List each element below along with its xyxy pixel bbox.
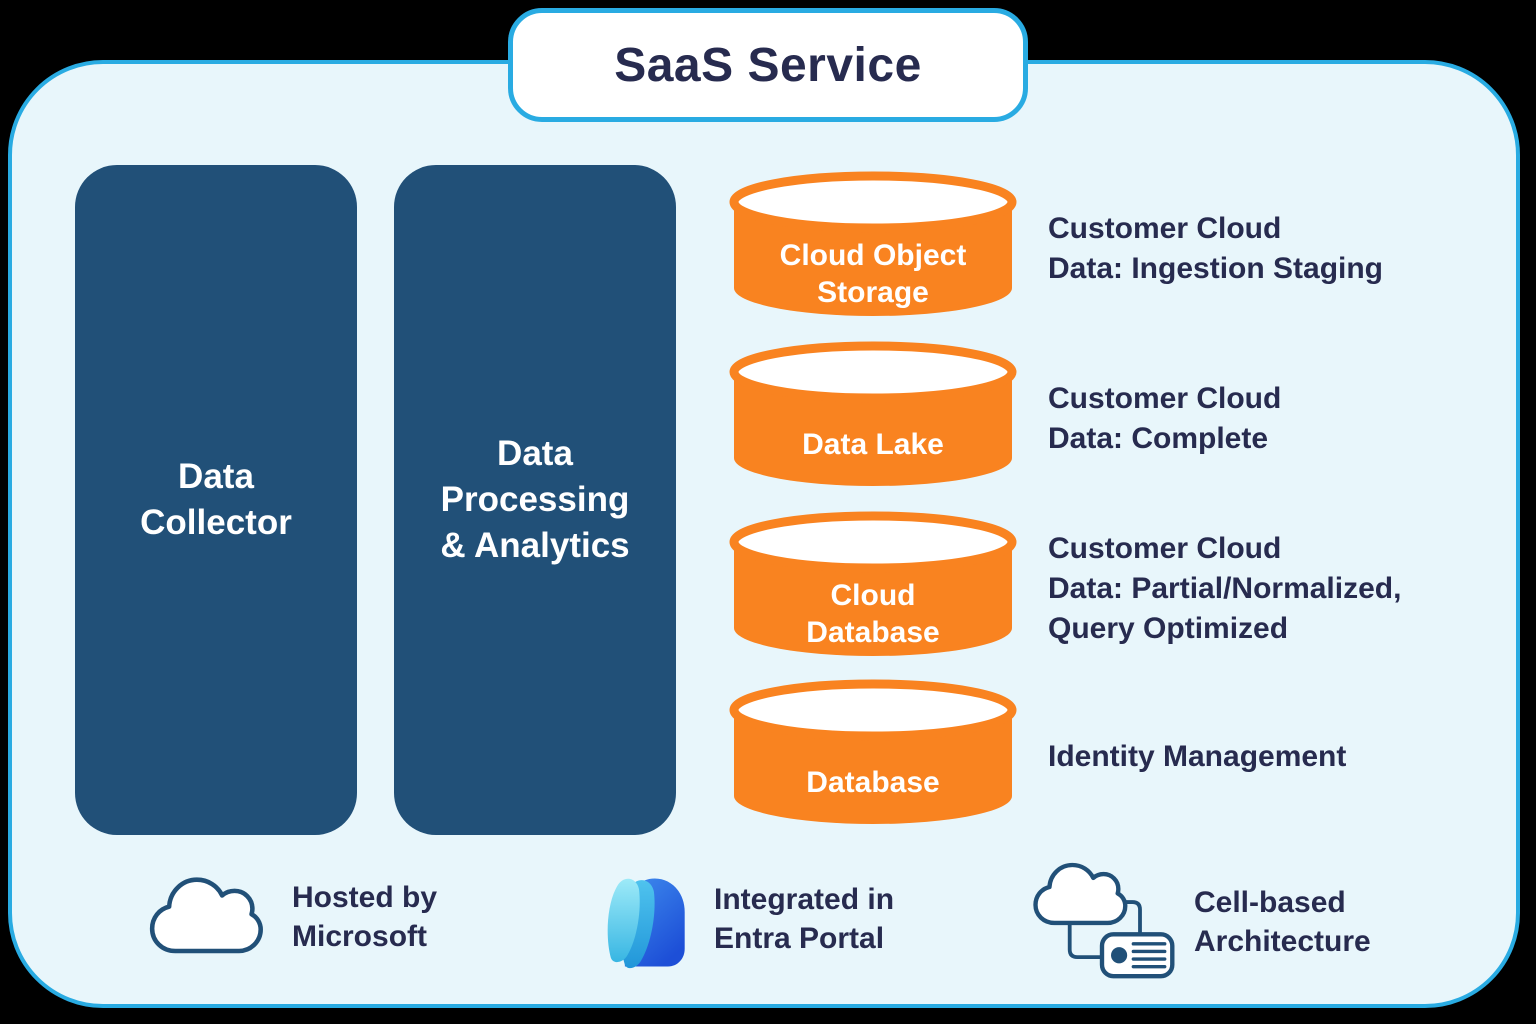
footer-item-integrated-in-entra-portal: Integrated in Entra Portal [602, 868, 894, 970]
annotation-partial-normalized: Customer Cloud Data: Partial/Normalized,… [1048, 532, 1402, 645]
footer-label: Hosted by Microsoft [292, 881, 438, 953]
database-cylinder-icon [729, 341, 1017, 486]
entra-logo-icon [607, 878, 685, 969]
pillar-data-collector: Data Collector [75, 165, 357, 835]
pillar-label: Data Collector [140, 457, 292, 542]
footer-item-cell-based-architecture: Cell-based Architecture [1026, 862, 1371, 982]
page-title: SaaS Service [614, 38, 922, 92]
cylinder-label: Data Lake [802, 427, 944, 461]
annotation-identity-management: Identity Management [1048, 740, 1347, 773]
cylinder-data-lake: Data Lake [728, 340, 1018, 498]
footer-item-hosted-by-microsoft: Hosted by Microsoft [148, 874, 437, 960]
database-cylinder-icon [729, 679, 1017, 824]
pillar-data-processing-analytics: Data Processing & Analytics [394, 165, 676, 835]
cylinder-cloud-database: Cloud Database [728, 510, 1018, 668]
cylinder-label: Cloud Database [806, 579, 940, 649]
footer-label: Cell-based Architecture [1194, 886, 1371, 958]
pillar-label: Data Processing & Analytics [440, 434, 630, 565]
database-cylinder-icon [729, 171, 1017, 316]
footer-label: Integrated in Entra Portal [714, 883, 895, 955]
title-badge: SaaS Service [508, 8, 1028, 122]
cylinder-cloud-object-storage: Cloud Object Storage [728, 170, 1018, 328]
cylinder-label: Cloud Object Storage [779, 239, 967, 309]
annotation-ingestion-staging: Customer Cloud Data: Ingestion Staging [1048, 212, 1384, 285]
cylinder-database: Database [728, 678, 1018, 836]
cloud-icon [149, 877, 263, 954]
database-cylinder-icon [729, 511, 1017, 656]
annotation-complete: Customer Cloud Data: Complete [1048, 382, 1282, 455]
cloud-cell-icon [1033, 862, 1175, 979]
cylinder-label: Database [806, 765, 940, 799]
